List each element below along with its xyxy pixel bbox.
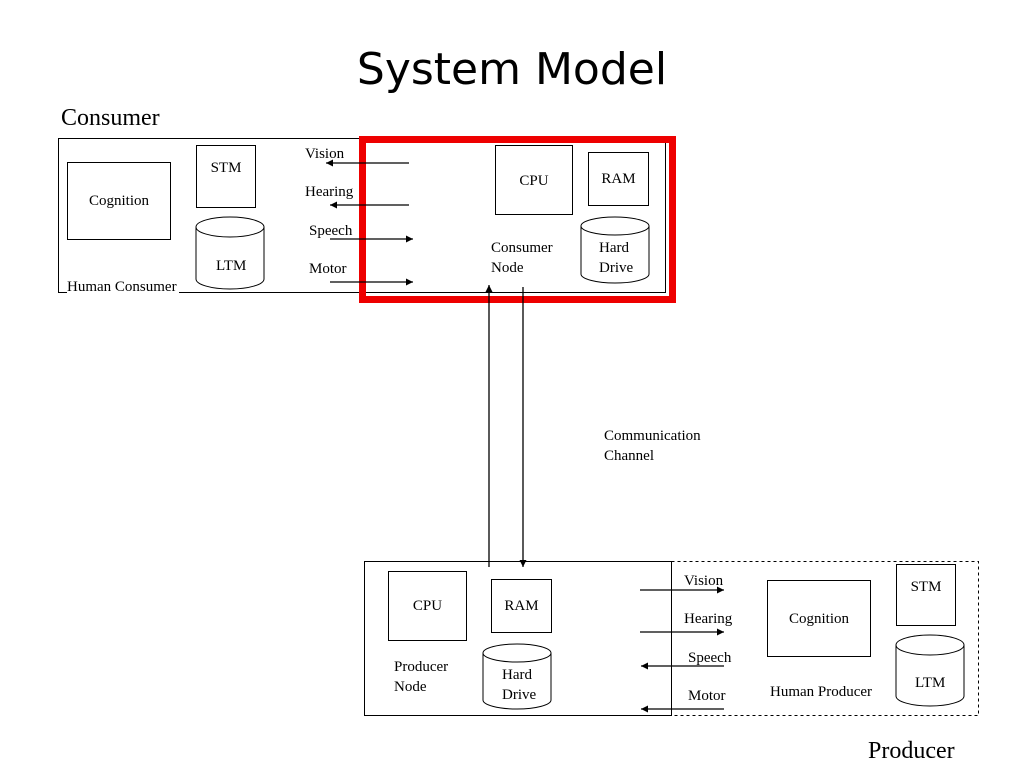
- producer-stm-box: STM: [896, 564, 956, 626]
- consumer-node-highlight: [359, 136, 676, 303]
- consumer-section-label: Consumer: [61, 105, 160, 131]
- consumer-ltm-label: LTM: [216, 258, 247, 274]
- consumer-ram-box: RAM: [588, 152, 649, 206]
- producer-section-label: Producer: [868, 738, 955, 764]
- human-consumer-label: Human Consumer: [67, 277, 179, 297]
- consumer-stm-label: STM: [210, 159, 242, 176]
- consumer-speech-label: Speech: [309, 223, 353, 239]
- consumer-cpu-box: CPU: [495, 145, 573, 215]
- communication-channel-label: Communication Channel: [604, 426, 701, 466]
- consumer-hard-drive-label: Hard Drive: [599, 238, 633, 278]
- producer-cognition-box: Cognition: [767, 580, 871, 657]
- consumer-cpu-label: CPU: [519, 173, 549, 189]
- consumer-cognition-box: Cognition: [67, 162, 171, 240]
- consumer-ltm-cylinder: [195, 216, 265, 290]
- consumer-hard-drive-label-line1: Hard: [599, 240, 629, 256]
- consumer-hearing-label: Hearing: [305, 184, 354, 200]
- consumer-cognition-label: Cognition: [88, 193, 149, 209]
- consumer-hard-drive-cylinder: [580, 216, 650, 284]
- producer-cpu-box: CPU: [388, 571, 467, 641]
- producer-stm-label: STM: [910, 579, 942, 595]
- producer-vision-label: Vision: [684, 573, 724, 589]
- producer-node-label-line1: Producer: [394, 659, 449, 675]
- producer-hearing-label: Hearing: [684, 611, 733, 627]
- producer-node-label: Producer Node: [394, 657, 448, 697]
- producer-node-label-line2: Node: [394, 679, 427, 695]
- slide-title: System Model: [356, 44, 668, 95]
- producer-hard-drive-label-line2: Drive: [502, 687, 537, 703]
- producer-node-frame: [364, 561, 672, 716]
- producer-ram-label: RAM: [504, 598, 539, 614]
- producer-hard-drive-label-line1: Hard: [502, 667, 532, 683]
- producer-cpu-label: CPU: [412, 598, 443, 614]
- producer-ram-box: RAM: [491, 579, 552, 633]
- consumer-node-label-line2: Node: [491, 260, 524, 276]
- producer-speech-label: Speech: [688, 650, 732, 666]
- producer-motor-label: Motor: [688, 688, 726, 704]
- consumer-node-label: Consumer Node: [491, 238, 553, 278]
- consumer-motor-label: Motor: [309, 261, 347, 277]
- consumer-node-label-line1: Consumer: [491, 240, 553, 256]
- communication-channel-label-line2: Channel: [604, 448, 654, 464]
- consumer-hard-drive-label-line2: Drive: [599, 260, 634, 276]
- human-producer-frame: [671, 561, 979, 716]
- human-producer-label: Human Producer: [770, 684, 873, 700]
- producer-ltm-label: LTM: [915, 675, 946, 691]
- producer-hard-drive-label: Hard Drive: [502, 665, 536, 705]
- producer-hard-drive-cylinder: [482, 643, 552, 710]
- consumer-ram-label: RAM: [601, 171, 636, 187]
- producer-ltm-cylinder: [895, 634, 965, 707]
- communication-channel-label-line1: Communication: [604, 428, 701, 444]
- consumer-stm-box: STM: [196, 145, 256, 208]
- consumer-vision-label: Vision: [305, 146, 345, 162]
- producer-cognition-label: Cognition: [788, 610, 849, 627]
